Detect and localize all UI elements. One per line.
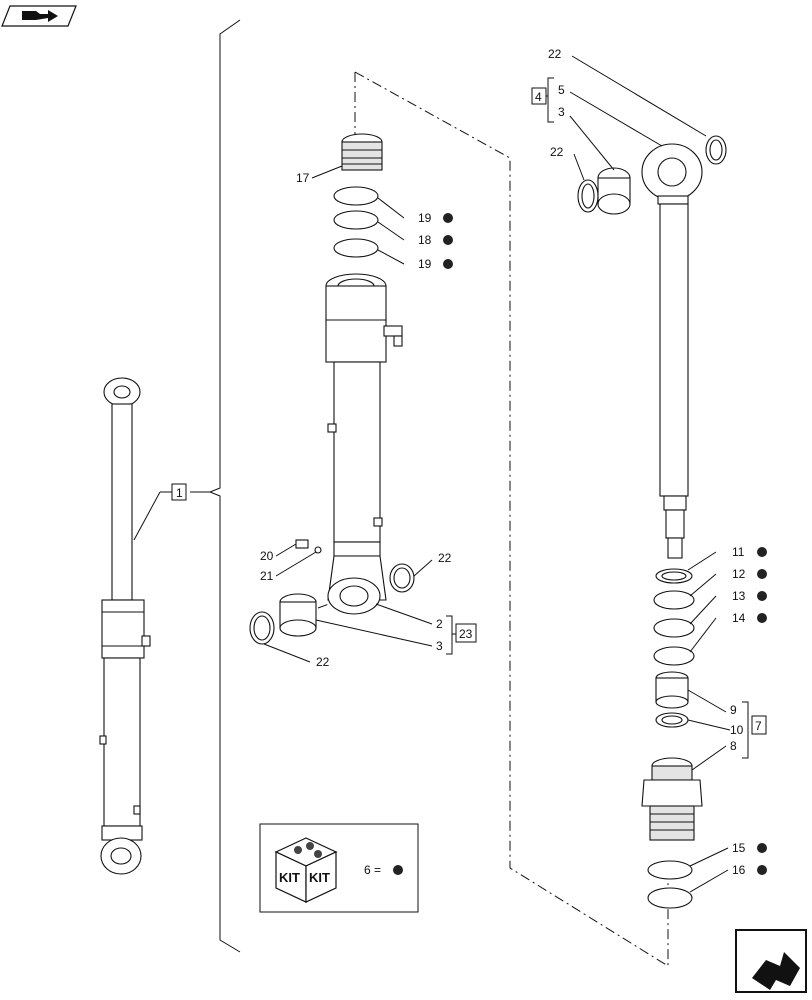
callout-23[interactable]: 23 (446, 615, 477, 655)
assembly-bracket (190, 19, 241, 953)
callout-20[interactable]: 20 (260, 543, 297, 563)
kit-legend: KIT KIT 6 = (259, 823, 419, 913)
bushing-9 (655, 671, 689, 709)
callout-18[interactable]: 18 (377, 221, 453, 247)
seal-22-right (389, 563, 415, 593)
callout-14[interactable]: 14 (689, 611, 767, 653)
callout-7[interactable]: 7 (742, 701, 767, 759)
callout-1[interactable]: 1 (133, 483, 187, 541)
callout-22d-label: 22 (550, 145, 564, 159)
kit-box-icon (274, 837, 338, 903)
piston-8 (641, 757, 703, 841)
callout-3a[interactable]: 3 (315, 619, 443, 653)
callout-8[interactable]: 8 (691, 739, 737, 771)
callout-16[interactable]: 16 (689, 863, 767, 893)
bushing-3-left (279, 593, 317, 637)
callout-2-label: 2 (436, 617, 443, 631)
assembled-hydraulic-cylinder (99, 377, 151, 875)
kit-label-left: KIT (279, 870, 300, 885)
callout-19b-label: 19 (418, 257, 432, 271)
callout-10[interactable]: 10 (687, 719, 744, 737)
callout-12[interactable]: 12 (689, 567, 767, 597)
callout-12-label: 12 (732, 567, 746, 581)
exploded-view-leaders (317, 71, 669, 967)
callout-22c-label: 22 (316, 655, 330, 669)
callout-11-label: 11 (732, 545, 745, 559)
callout-9[interactable]: 9 (687, 689, 737, 717)
gland-nut (341, 133, 383, 171)
next-page-arrow-icon[interactable] (735, 929, 807, 993)
callout-4-label: 4 (535, 90, 542, 104)
piston-rod (641, 143, 703, 559)
callout-22c[interactable]: 22 (263, 643, 330, 669)
callout-21-label: 21 (260, 569, 274, 583)
bushing-3-right (597, 167, 631, 215)
callout-7-label: 7 (755, 719, 762, 733)
callout-15[interactable]: 15 (689, 841, 767, 867)
callout-19a[interactable]: 19 (377, 197, 453, 225)
callout-4[interactable]: 4 (531, 77, 554, 123)
callout-21[interactable]: 21 (260, 551, 317, 583)
callout-17-label: 17 (296, 171, 310, 185)
callout-19a-label: 19 (418, 211, 432, 225)
callout-13-label: 13 (732, 589, 746, 603)
callout-18-label: 18 (418, 233, 432, 247)
callout-14-label: 14 (732, 611, 746, 625)
callout-1-label: 1 (176, 486, 183, 500)
callout-22b[interactable]: 22 (413, 551, 452, 577)
piston-seals (653, 568, 695, 666)
piston-rings-15-16 (647, 860, 693, 909)
callout-10-label: 10 (730, 723, 744, 737)
callout-9-label: 9 (730, 703, 737, 717)
callout-5[interactable]: 5 (558, 83, 663, 147)
callout-19b[interactable]: 19 (377, 249, 453, 271)
kit-ref-label: 6 = (364, 863, 381, 877)
ring-10 (655, 712, 689, 728)
callout-11[interactable]: 11 (687, 545, 767, 571)
callout-15-label: 15 (732, 841, 746, 855)
callout-2[interactable]: 2 (375, 603, 443, 631)
cylinder-barrel (325, 273, 403, 615)
callout-13[interactable]: 13 (689, 589, 767, 625)
callout-3b-label: 3 (558, 105, 565, 119)
callout-23-label: 23 (459, 627, 473, 641)
fitting-20 (295, 539, 309, 549)
callout-20-label: 20 (260, 549, 274, 563)
seal-22-top-right (705, 135, 727, 165)
callout-22d[interactable]: 22 (550, 145, 585, 181)
callout-3b[interactable]: 3 (558, 105, 615, 171)
callout-3a-label: 3 (436, 639, 443, 653)
callout-22a-label: 22 (548, 47, 562, 61)
kit-label-right: KIT (309, 870, 330, 885)
seal-rings (333, 186, 379, 258)
callout-22a[interactable]: 22 (548, 47, 707, 137)
seal-22-top-left (577, 179, 599, 213)
callout-16-label: 16 (732, 863, 746, 877)
grease-nipple-21 (314, 546, 322, 554)
callout-17[interactable]: 17 (296, 165, 343, 185)
callout-22b-label: 22 (438, 551, 452, 565)
book-arrow-icon[interactable] (1, 5, 77, 27)
seal-22-left (249, 611, 275, 645)
callout-5-label: 5 (558, 83, 565, 97)
callout-8-label: 8 (730, 739, 737, 753)
